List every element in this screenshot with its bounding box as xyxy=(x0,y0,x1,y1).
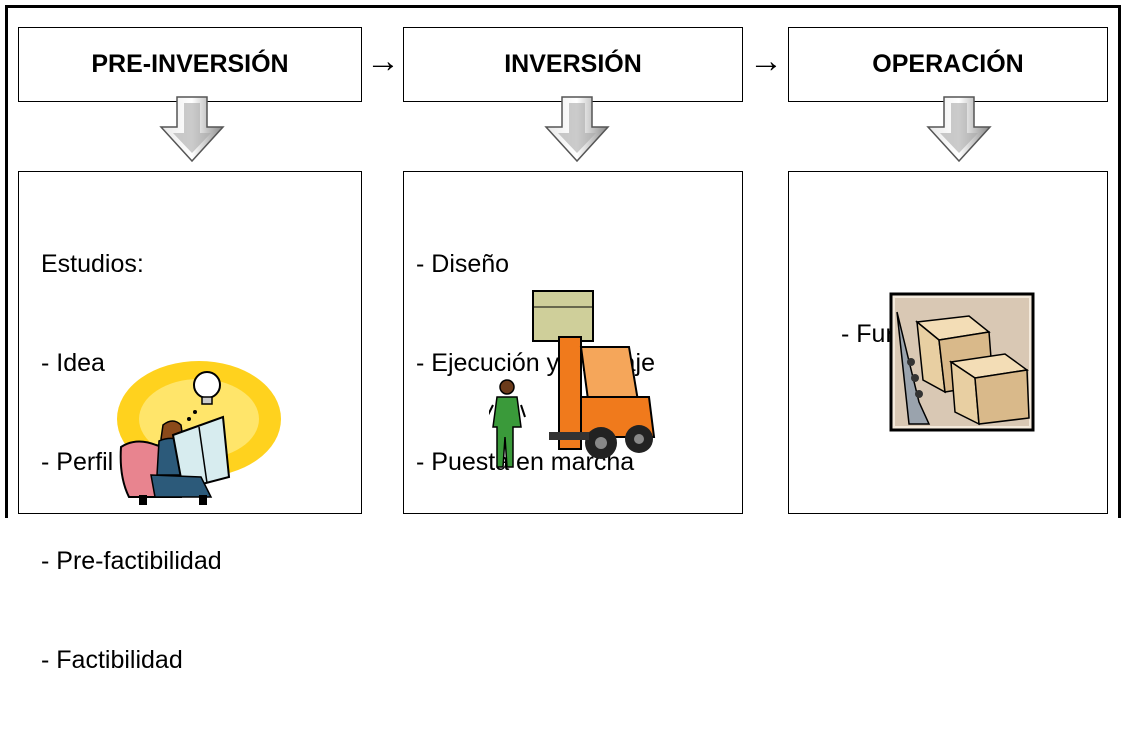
forklift-with-worker-icon xyxy=(489,290,656,468)
connector-arrow-1: → xyxy=(366,42,400,80)
panel-line: Estudios: xyxy=(41,250,144,278)
connector-arrow-2: → xyxy=(749,42,783,80)
down-arrow-icon xyxy=(544,96,610,163)
panel-line: - Idea xyxy=(41,349,105,377)
phase-box-pre-inversion: PRE-INVERSIÓN xyxy=(18,27,362,102)
panel-line: - Diseño xyxy=(416,250,510,278)
phase-box-operacion: OPERACIÓN xyxy=(788,27,1108,102)
project-cycle-diagram: PRE-INVERSIÓN → INVERSIÓN → OPERACIÓN Es… xyxy=(5,5,1121,674)
panel-line: - Factibilidad xyxy=(41,646,183,674)
panel-line: - Perfil xyxy=(41,448,114,476)
panel-pre-inversion: Estudios: - Idea - Perfil - Pre-factibil… xyxy=(18,171,362,674)
down-arrow-icon xyxy=(159,96,225,163)
panel-operacion: - Funcionamiento xyxy=(788,171,1108,514)
panel-line: - Pre-factibilidad xyxy=(41,547,222,575)
phase-box-inversion: INVERSIÓN xyxy=(403,27,743,102)
panel-inversion: - Diseño - Ejecución y montaje - Puesta … xyxy=(403,171,743,514)
person-reading-with-idea-bulb-icon xyxy=(117,361,281,505)
diagram-frame xyxy=(5,5,1121,518)
down-arrow-icon xyxy=(926,96,992,163)
boxes-on-conveyor-icon xyxy=(889,292,1035,432)
